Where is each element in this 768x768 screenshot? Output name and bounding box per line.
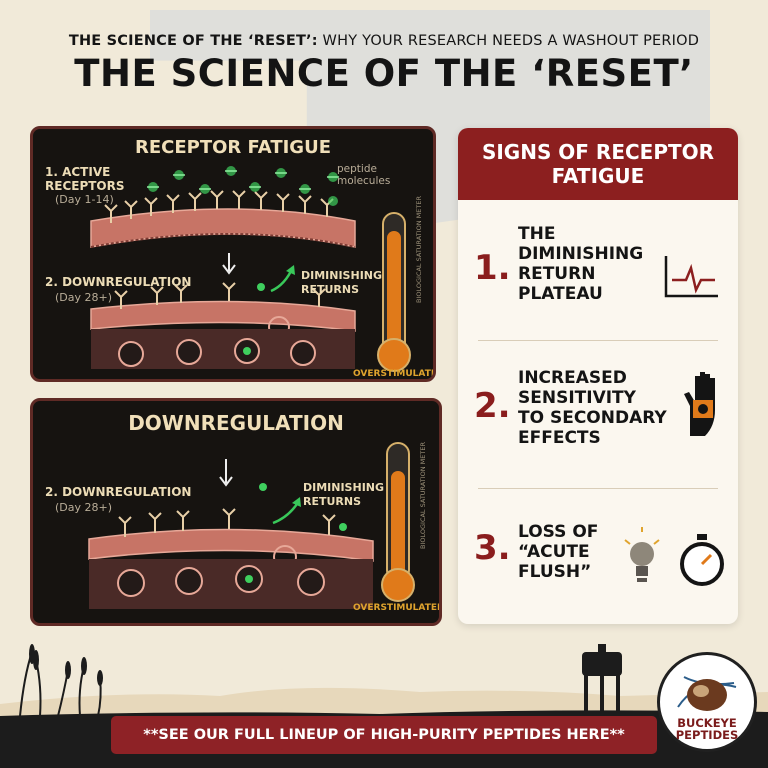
hazard-hand-icon [684, 372, 715, 436]
sign-text: LOSS OF “ACUTE FLUSH” [518, 522, 599, 582]
diminishing-returns-label-2: DIMINISHING RETURNS [303, 481, 385, 508]
saturation-meter-label: BIOLOGICAL SATURATION METER [415, 196, 423, 303]
separator [478, 340, 718, 341]
sign-number: 2. [474, 386, 511, 426]
subtitle-bold: THE SCIENCE OF THE ‘RESET’: [68, 33, 318, 49]
plateau-graph-icon [664, 256, 718, 298]
downregulation-label-2: 2. DOWNREGULATION [45, 485, 192, 499]
downregulation-diagram [88, 442, 415, 609]
panel2-title: DOWNREGULATION [128, 411, 344, 435]
shop-lineup-banner[interactable]: **SEE OUR FULL LINEUP OF HIGH-PURITY PEP… [111, 716, 657, 754]
saturation-meter-label-2: BIOLOGICAL SATURATION METER [419, 442, 427, 549]
overstimulated-label-2: OVERSTIMULATED [353, 603, 442, 613]
receptor-fatigue-diagram [90, 166, 411, 372]
sign-text: INCREASED SENSITIVITY TO SECONDARY EFFEC… [518, 368, 667, 448]
active-receptors-days: (Day 1-14) [55, 193, 114, 206]
peptide-molecules-label: peptide molecules [337, 163, 391, 187]
logo-text: BUCKEYE PEPTIDES [675, 716, 739, 742]
downregulation-label: 2. DOWNREGULATION [45, 275, 192, 289]
page-title: THE SCIENCE OF THE ‘RESET’ [74, 52, 694, 95]
signs-of-fatigue-panel: SIGNS OF RECEPTOR FATIGUE 1. THE DIMINIS… [458, 128, 738, 624]
buckeye-nut-icon [677, 676, 737, 711]
lightbulb-stopwatch-icon [624, 527, 724, 586]
overstimulated-label: OVERSTIMULATED [353, 369, 436, 379]
separator [478, 488, 718, 489]
active-receptors-label: 1. ACTIVE RECEPTORS [45, 165, 125, 193]
sign-number: 3. [474, 528, 511, 568]
diminishing-returns-label: DIMINISHING RETURNS [301, 269, 383, 296]
sign-number: 1. [474, 248, 511, 288]
panel1-title: RECEPTOR FATIGUE [135, 137, 331, 158]
page-subtitle: THE SCIENCE OF THE ‘RESET’: WHY YOUR RES… [0, 33, 768, 49]
downregulation-days-2: (Day 28+) [55, 501, 113, 514]
downregulation-panel: DOWNREGULATION 2. DOWNREGULATION (Day 28… [30, 398, 442, 626]
subtitle-rest: WHY YOUR RESEARCH NEEDS A WASHOUT PERIOD [317, 33, 700, 49]
signs-title: SIGNS OF RECEPTOR FATIGUE [458, 128, 738, 200]
receptor-fatigue-panel: RECEPTOR FATIGUE 1. ACTIVE RECEPTORS (Da… [30, 126, 436, 382]
sign-text: THE DIMINISHING RETURN PLATEAU [518, 224, 644, 304]
downregulation-days: (Day 28+) [55, 291, 113, 304]
buckeye-peptides-logo[interactable]: BUCKEYE PEPTIDES [657, 652, 757, 752]
